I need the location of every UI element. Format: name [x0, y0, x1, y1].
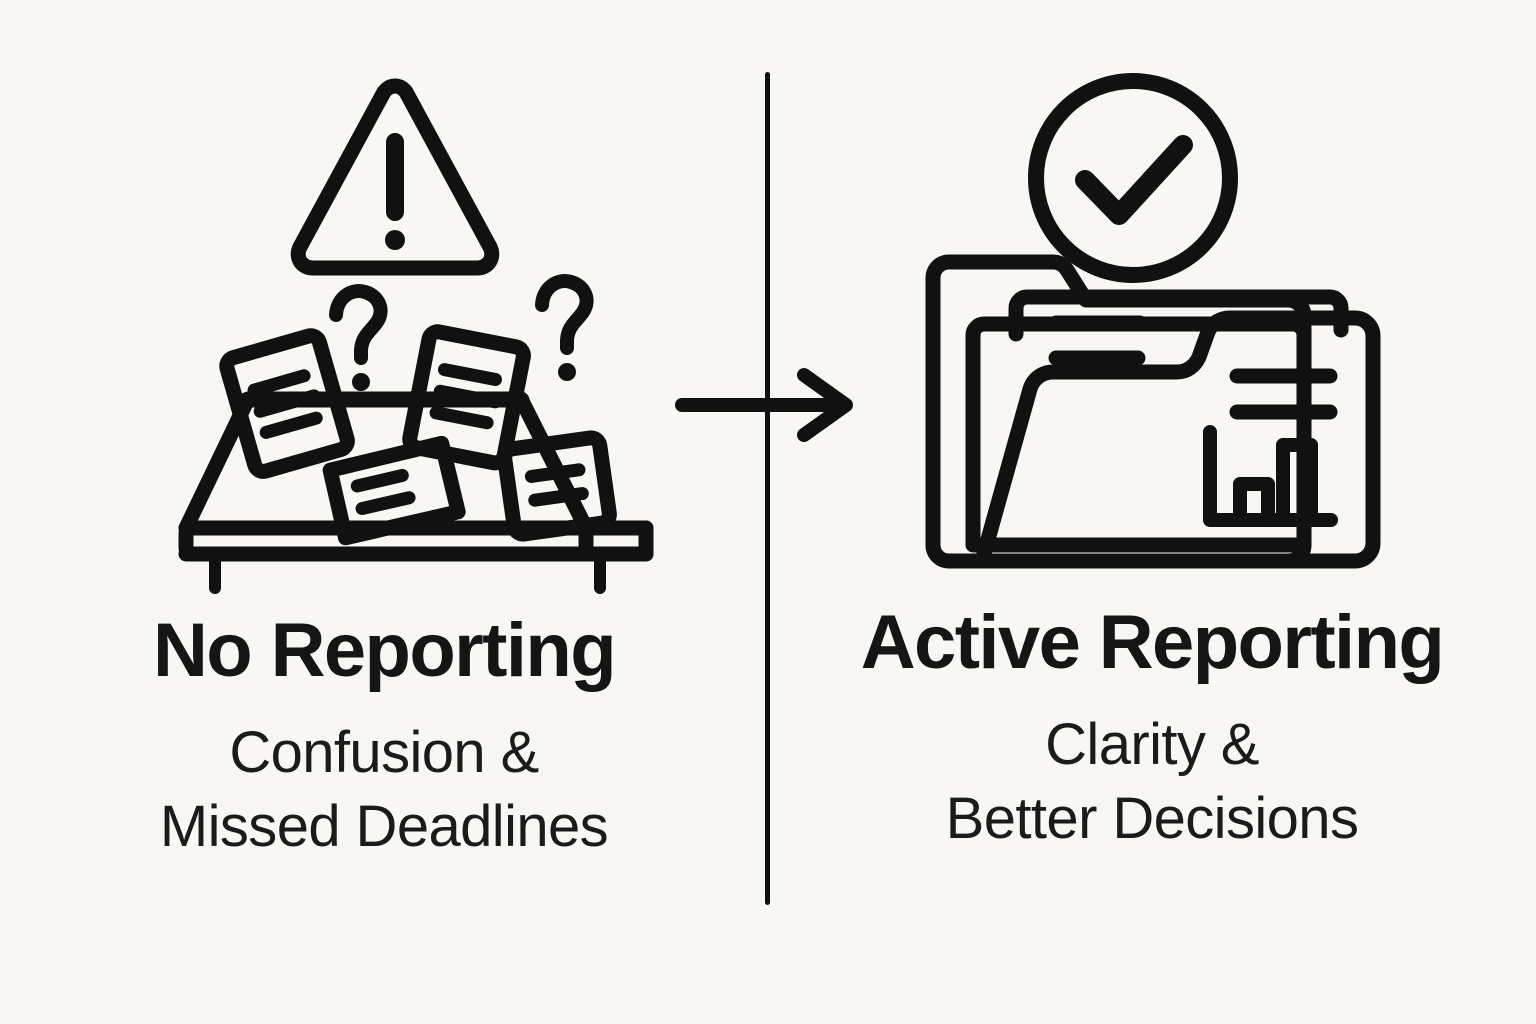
scattered-paper-icon	[402, 324, 531, 471]
subtitle-left: Confusion & Missed Deadlines	[0, 716, 768, 864]
illustration-messy-desk	[0, 0, 768, 620]
page-title-left: No Reporting	[152, 608, 617, 693]
subtitle-left-line-2: Missed Deadlines	[159, 793, 609, 859]
check-circle-icon	[1028, 73, 1238, 283]
folder-icon	[925, 254, 1312, 569]
document-text-lines	[1229, 368, 1338, 420]
illustration-organized-folder	[768, 0, 1536, 620]
panel-no-reporting: No Reporting Confusion & Missed Deadline…	[0, 0, 768, 864]
caption-active-reporting: Active Reporting Clarity & Better Decisi…	[768, 604, 1536, 856]
panel-active-reporting: Active Reporting Clarity & Better Decisi…	[768, 0, 1536, 1024]
warning-triangle-icon	[290, 78, 500, 276]
page-title-right: Active Reporting	[860, 600, 1445, 685]
caption-no-reporting: No Reporting Confusion & Missed Deadline…	[0, 612, 768, 864]
scattered-paper-icon	[322, 435, 466, 546]
subtitle-right-line-2: Better Decisions	[945, 785, 1359, 851]
vertical-divider	[765, 72, 770, 905]
folder-front-flap	[974, 310, 1381, 569]
question-mark-icon	[329, 284, 388, 391]
question-mark-icon	[535, 274, 594, 381]
subtitle-right-line-1: Clarity &	[1045, 711, 1259, 777]
subtitle-left-line-1: Confusion &	[229, 719, 539, 785]
right-arrow-icon	[672, 365, 864, 445]
scattered-paper-icon	[219, 328, 355, 479]
subtitle-right: Clarity & Better Decisions	[768, 708, 1536, 856]
bar-chart-icon	[1203, 425, 1338, 527]
scattered-paper-icon	[497, 430, 617, 542]
